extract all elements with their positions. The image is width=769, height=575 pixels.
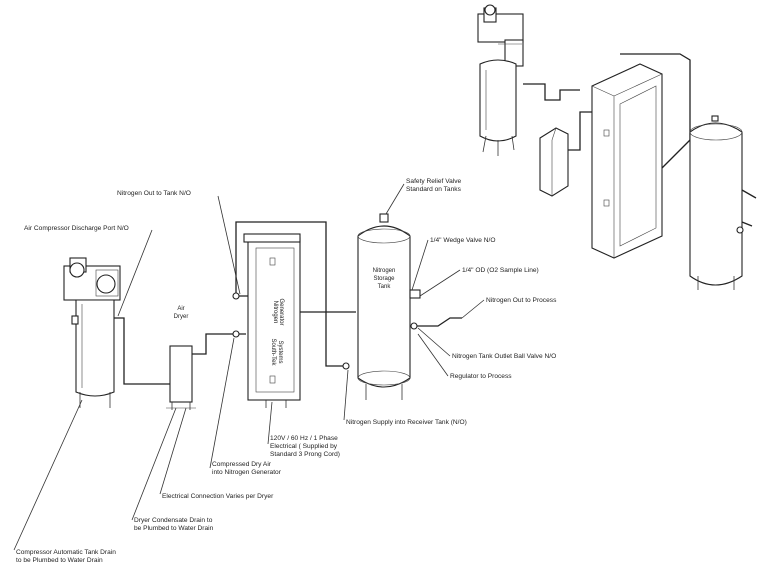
callout-electrical-3: Standard 3 Prong Cord) [270, 451, 340, 458]
air-dryer-label-1: Air [177, 306, 184, 312]
callout-compressor-drain-1: Compressor Automatic Tank Drain [16, 549, 116, 556]
air-dryer-label-2: Dryer [174, 314, 189, 320]
callout-electrical-dryer: Electrical Connection Varies per Dryer [162, 493, 274, 500]
callout-leaders [13, 183, 485, 551]
callout-n2-out-process: Nitrogen Out to Process [486, 297, 557, 304]
nitrogen-storage-tank: Nitrogen Storage Tank [357, 213, 462, 400]
tank-label-1: Nitrogen [373, 268, 396, 274]
generator-label-2: Generator [278, 298, 284, 325]
tank-label-3: Tank [378, 284, 392, 290]
callout-n2-out-to-tank: Nitrogen Out to Tank N/O [117, 190, 191, 197]
iso-generator [591, 63, 663, 259]
iso-compressor [477, 4, 524, 156]
callout-electrical-1: 120V / 60 Hz / 1 Phase [270, 435, 338, 442]
callout-safety-valve-2: Standard on Tanks [406, 186, 462, 193]
isometric-view [477, 4, 757, 290]
generator-logo-1: South-Tek [270, 338, 276, 366]
callout-compressed-dry-2: into Nitrogen Generator [212, 469, 282, 476]
iso-storage-tank [689, 115, 757, 290]
air-dryer: Air Dryer [166, 306, 196, 410]
callout-electrical-2: Electrical ( Supplied by [270, 443, 338, 450]
callout-wedge-valve: 1/4" Wedge Valve N/O [430, 237, 496, 244]
tank-label-2: Storage [373, 276, 395, 282]
generator-logo-2: Systems [277, 340, 283, 363]
callout-dryer-drain-1: Dryer Condensate Drain to [134, 517, 213, 524]
callout-n2-supply-receiver: Nitrogen Supply into Receiver Tank (N/O) [346, 419, 467, 426]
nitrogen-generator: Nitrogen Generator South-Tek Systems [243, 233, 301, 408]
generator-label-1: Nitrogen [272, 301, 278, 324]
callout-regulator: Regulator to Process [450, 373, 512, 380]
callout-dryer-drain-2: be Plumbed to Water Drain [134, 525, 214, 532]
iso-dryer [539, 127, 569, 197]
air-compressor [63, 257, 121, 408]
callout-compressed-dry-1: Compressed Dry Air [212, 461, 272, 468]
callout-outlet-ball-valve: Nitrogen Tank Outlet Ball Valve N/O [452, 353, 556, 360]
callout-o2-sample: 1/4" OD (O2 Sample Line) [462, 267, 539, 274]
callout-compressor-discharge: Air Compressor Discharge Port N/O [24, 225, 129, 232]
callout-compressor-drain-2: to be Plumbed to Water Drain [16, 557, 103, 564]
callout-safety-valve-1: Safety Relief Valve [406, 178, 462, 185]
